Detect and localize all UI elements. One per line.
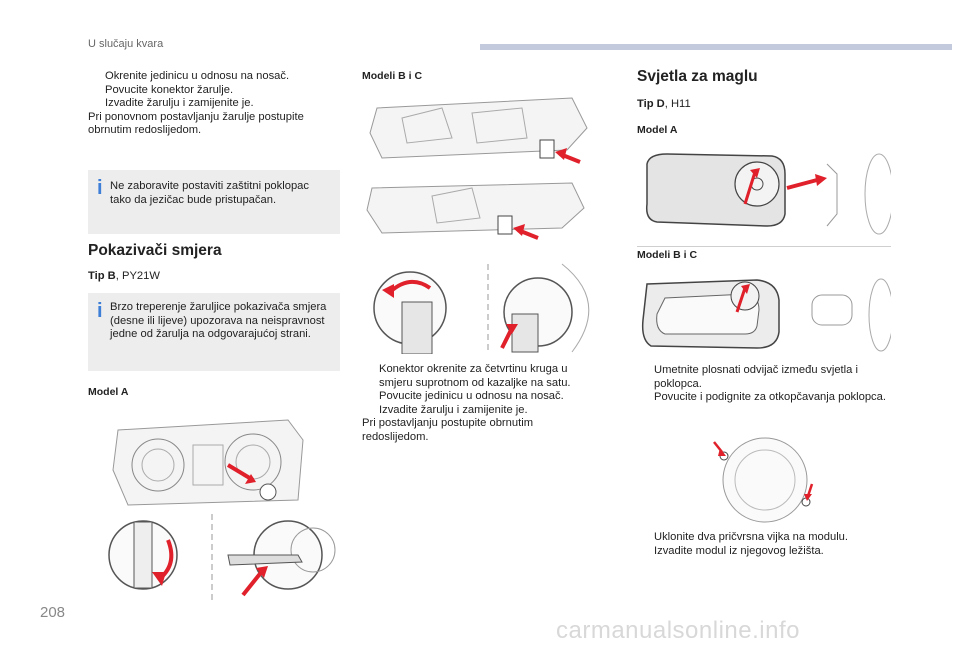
step-item: Izvadite žarulju i zamijenite je. xyxy=(105,97,254,110)
step-item: Izvadite modul iz njegovog ležišta. xyxy=(654,544,824,557)
instruction-paragraph: Pri postavljanju postupite obrnutim redo… xyxy=(362,417,534,443)
headlight-model-a-illustration xyxy=(112,419,304,506)
fog-light-model-a-illustration xyxy=(645,153,891,235)
section-heading: Pokazivači smjera xyxy=(88,242,222,259)
info-icon: i xyxy=(97,177,103,199)
bulb-type: Tip D, H11 xyxy=(637,98,691,110)
info-icon: i xyxy=(97,300,103,322)
step-item: Okrenite jedinicu u odnosu na nosač. xyxy=(105,70,290,82)
col3-steps-2: Uklonite dva pričvrsna vijka na modulu. … xyxy=(637,531,891,558)
step-item: Uklonite dva pričvrsna vijka na modulu. xyxy=(654,531,849,543)
fog-module-screws-illustration xyxy=(713,437,814,523)
headlight-models-bc-illustration xyxy=(366,97,588,240)
step-item: Povucite i podignite za otkopčavanja pok… xyxy=(654,391,886,404)
step-item: Izvadite žarulju i zamijenite je. xyxy=(379,403,528,416)
col1-steps: Okrenite jedinicu u odnosu na nosač. Pov… xyxy=(88,70,338,138)
col3-steps-1: Umetnite plosnati odvijač između svjetla… xyxy=(637,364,891,405)
model-label: Modeli B i C xyxy=(362,70,423,82)
bulb-holder-rotation-illustration xyxy=(108,514,336,600)
col2-steps: Konektor okrenite za četvrtinu kruga u s… xyxy=(362,363,594,445)
bulb-type: Tip B, PY21W xyxy=(88,270,160,282)
model-label: Modeli B i C xyxy=(637,249,698,261)
header-bar xyxy=(480,44,952,50)
connector-rotation-illustration xyxy=(373,263,590,354)
step-item: Umetnite plosnati odvijač između svjetla… xyxy=(654,364,858,390)
note-text: Brzo treperenje žaruljice pokazivača smj… xyxy=(110,301,327,341)
note-text: Ne zaboravite postaviti zaštitni poklopa… xyxy=(110,180,309,206)
watermark: carmanualsonline.info xyxy=(556,617,800,644)
note-box: i Ne zaboravite postaviti zaštitni poklo… xyxy=(88,170,340,234)
section-title: U slučaju kvara xyxy=(88,38,164,50)
step-item: Konektor okrenite za četvrtinu kruga u s… xyxy=(379,363,571,389)
divider xyxy=(637,246,891,247)
warning-note-box: i Brzo treperenje žaruljice pokazivača s… xyxy=(88,293,340,371)
step-item: Povucite konektor žarulje. xyxy=(105,83,234,96)
instruction-paragraph: Pri ponovnom postavljanju žarulje postup… xyxy=(88,110,304,137)
page-number: 208 xyxy=(40,604,66,621)
model-label: Model A xyxy=(637,124,678,136)
fog-light-models-bc-illustration xyxy=(641,278,891,352)
step-item: Povucite jedinicu u odnosu na nosač. xyxy=(379,390,564,403)
model-label: Model A xyxy=(88,386,129,398)
section-heading: Svjetla za maglu xyxy=(637,68,758,85)
